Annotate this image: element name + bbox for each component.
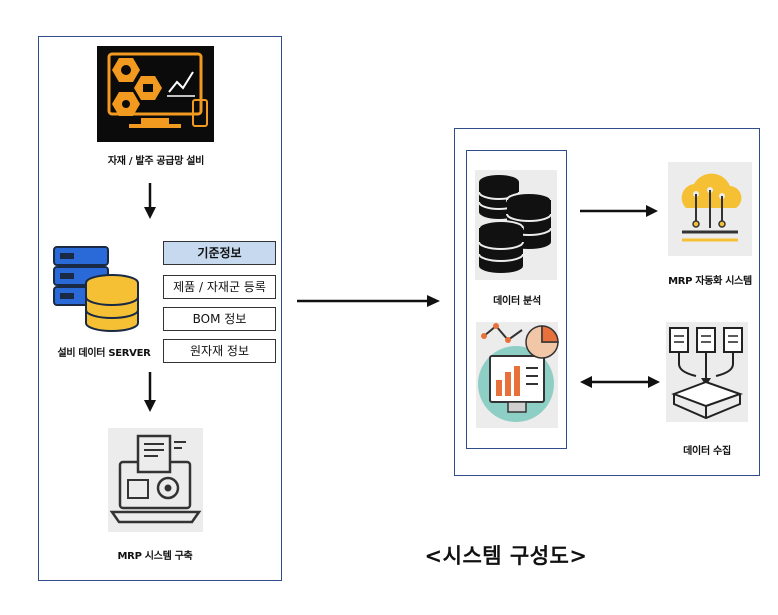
collect-label: 데이터 수집 xyxy=(683,446,731,457)
arrow-down-2 xyxy=(144,372,156,412)
arrow-right-mrp xyxy=(580,205,658,217)
database-stack-icon xyxy=(475,170,557,280)
analytics-dashboard-icon xyxy=(476,322,559,428)
arrow-down-1 xyxy=(144,183,156,219)
arrow-right-main xyxy=(297,295,440,307)
info-box-material: 원자재 정보 xyxy=(163,339,276,363)
diagram-title: <시스템 구성도> xyxy=(424,544,588,568)
cloud-network-icon xyxy=(668,162,752,256)
server-label: 설비 데이터 SERVER xyxy=(57,348,151,359)
mrp-build-label: MRP 시스템 구축 xyxy=(117,551,193,562)
server-database-icon xyxy=(52,245,142,335)
info-box-product: 제품 / 자재군 등록 xyxy=(163,275,276,299)
arrow-bidirectional xyxy=(580,376,660,388)
info-box-product-label: 제품 / 자재군 등록 xyxy=(173,280,266,294)
mrp-auto-label: MRP 자동화 시스템 xyxy=(668,276,752,287)
supply-label: 자재 / 발주 공급망 설비 xyxy=(107,156,205,167)
info-box-bom: BOM 정보 xyxy=(163,307,276,331)
laptop-settings-icon xyxy=(108,428,203,532)
document-collect-icon xyxy=(666,322,748,422)
factory-monitor-icon xyxy=(97,46,214,142)
info-box-header: 기준정보 xyxy=(163,241,276,265)
analysis-label: 데이터 분석 xyxy=(493,296,541,307)
